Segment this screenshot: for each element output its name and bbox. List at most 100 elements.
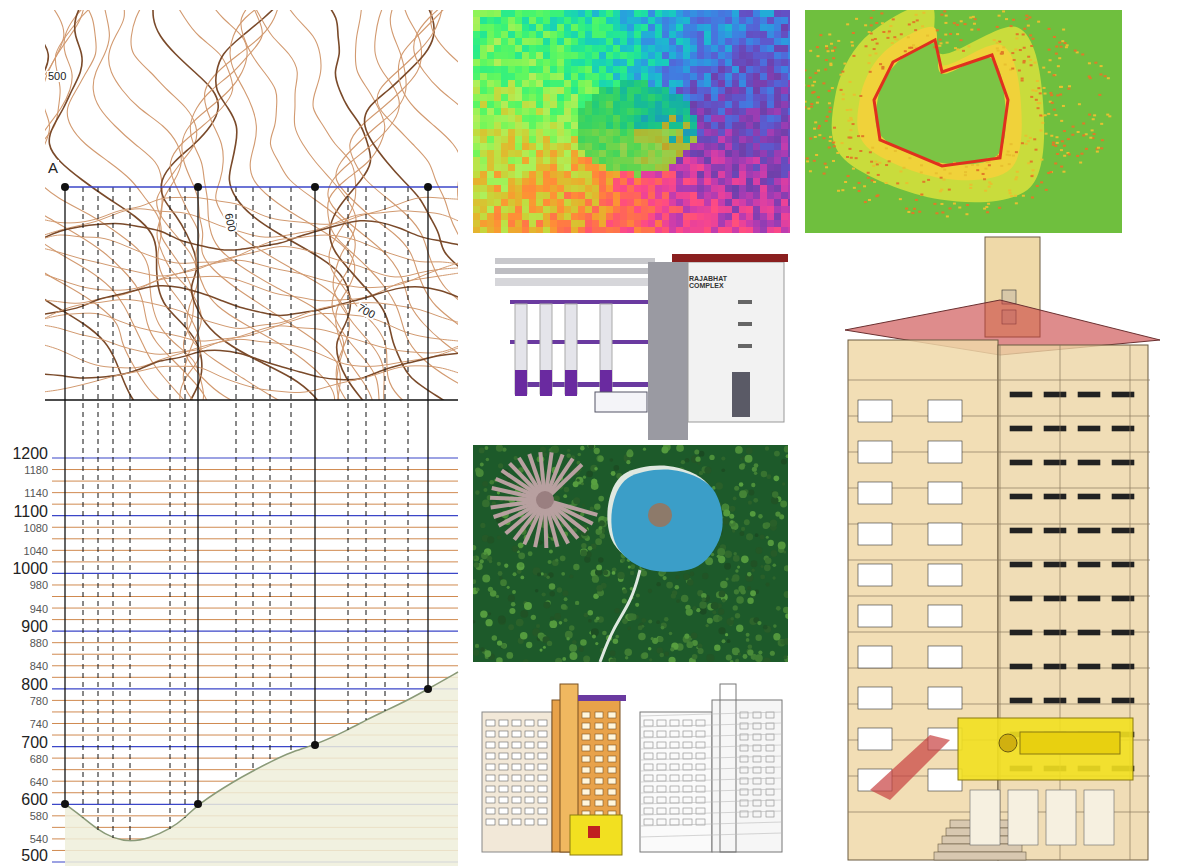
aspect-cell: [767, 24, 774, 31]
aspect-cell: [620, 73, 627, 80]
aspect-cell: [697, 31, 704, 38]
aspect-cell: [515, 192, 522, 199]
aspect-cell: [718, 10, 725, 17]
aspect-cell: [767, 199, 774, 206]
aspect-cell: [613, 73, 620, 80]
aspect-cell: [515, 136, 522, 143]
aspect-cell: [536, 185, 543, 192]
aspect-cell: [760, 10, 767, 17]
aspect-cell: [767, 129, 774, 136]
aspect-cell: [662, 192, 669, 199]
aspect-cell: [550, 31, 557, 38]
slope-speckle: [892, 18, 895, 20]
aspect-cell: [676, 164, 683, 171]
aspect-cell: [543, 17, 550, 24]
aspect-cell: [648, 143, 655, 150]
aspect-cell: [732, 122, 739, 129]
aspect-cell: [725, 178, 732, 185]
aspect-cell: [641, 38, 648, 45]
aspect-cell: [585, 150, 592, 157]
slope-speckle: [888, 30, 891, 32]
aspect-cell: [557, 73, 564, 80]
aspect-cell: [774, 80, 781, 87]
aspect-cell: [788, 129, 790, 136]
slope-speckle: [1014, 49, 1017, 51]
aspect-cell: [487, 10, 494, 17]
aspect-cell: [683, 52, 690, 59]
slope-speckle: [1045, 133, 1048, 135]
aspect-cell: [536, 171, 543, 178]
aspect-cell: [522, 206, 529, 213]
aspect-cell: [508, 73, 515, 80]
aspect-cell: [662, 220, 669, 227]
aspect-cell: [522, 31, 529, 38]
aspect-cell: [690, 122, 697, 129]
aspect-cell: [746, 171, 753, 178]
aspect-cell: [781, 150, 788, 157]
aspect-cell: [746, 220, 753, 227]
aspect-cell: [739, 150, 746, 157]
slope-speckle: [1088, 114, 1091, 116]
aspect-cell: [536, 115, 543, 122]
aspect-cell: [480, 38, 487, 45]
aspect-cell: [620, 199, 627, 206]
aspect-cell: [767, 220, 774, 227]
aspect-cell: [606, 206, 613, 213]
aspect-cell: [529, 80, 536, 87]
slope-speckle: [824, 68, 827, 70]
aspect-cell: [732, 24, 739, 31]
section-dot: [424, 183, 432, 191]
slope-speckle: [943, 10, 946, 12]
major-gridline: [52, 573, 458, 574]
aspect-cell: [578, 59, 585, 66]
aspect-cell: [515, 213, 522, 220]
aspect-cell: [648, 38, 655, 45]
projection-dashed: [170, 187, 171, 829]
aspect-cell: [711, 185, 718, 192]
aspect-cell: [571, 157, 578, 164]
contour-line: [45, 260, 458, 290]
slope-speckle: [1048, 71, 1051, 73]
slope-speckle: [823, 137, 826, 139]
aspect-cell: [606, 185, 613, 192]
aspect-cell: [676, 101, 683, 108]
aspect-cell: [585, 185, 592, 192]
aspect-cell: [774, 220, 781, 227]
aspect-cell: [494, 80, 501, 87]
slope-speckle: [831, 87, 834, 89]
aspect-cell: [501, 206, 508, 213]
aspect-cell: [711, 38, 718, 45]
slope-speckle: [805, 101, 807, 103]
aspect-cell: [571, 129, 578, 136]
aspect-cell: [536, 192, 543, 199]
aspect-cell: [585, 227, 592, 233]
aspect-cell: [543, 31, 550, 38]
slope-speckle: [1010, 195, 1013, 197]
aspect-cell: [704, 66, 711, 73]
aspect-cell: [599, 185, 606, 192]
aspect-cell: [529, 101, 536, 108]
aspect-cell: [760, 150, 767, 157]
aspect-cell: [473, 31, 480, 38]
aspect-cell: [690, 150, 697, 157]
aspect-cell: [788, 122, 790, 129]
slope-speckle: [1108, 115, 1111, 117]
aspect-cell: [732, 213, 739, 220]
aspect-cell: [760, 52, 767, 59]
slope-speckle: [837, 190, 840, 192]
aspect-cell: [788, 24, 790, 31]
aspect-cell: [781, 178, 788, 185]
slope-speckle: [946, 42, 949, 44]
aspect-cell: [718, 192, 725, 199]
slope-speckle: [876, 43, 879, 45]
aspect-cell: [508, 157, 515, 164]
aspect-cell: [501, 164, 508, 171]
aspect-cell: [662, 66, 669, 73]
aspect-cell: [767, 192, 774, 199]
aspect-cell: [767, 164, 774, 171]
aspect-cell: [753, 185, 760, 192]
aspect-cell: [683, 31, 690, 38]
aspect-cell: [473, 73, 480, 80]
aspect-cell: [683, 220, 690, 227]
aspect-cell: [662, 17, 669, 24]
